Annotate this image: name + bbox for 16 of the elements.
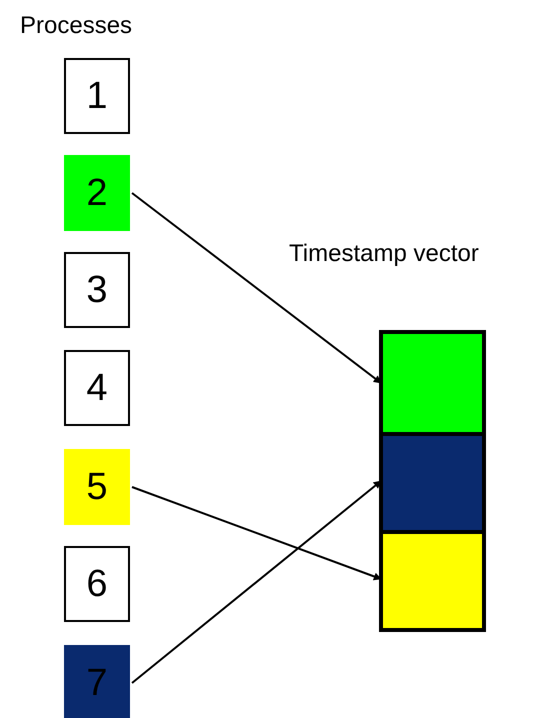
process-box: 3: [64, 252, 130, 328]
arrow: [131, 480, 382, 684]
process-box: 6: [64, 546, 130, 622]
process-box: 4: [64, 350, 130, 426]
arrow: [132, 486, 382, 580]
process-box: 1: [64, 58, 130, 134]
vector-cell: [383, 530, 482, 628]
process-box: 5: [64, 449, 130, 525]
arrow: [131, 192, 382, 384]
column-heading: Processes: [20, 11, 132, 41]
process-box: 7: [64, 645, 130, 718]
process-box: 2: [64, 155, 130, 231]
vector-cell: [383, 334, 482, 432]
vector-cell: [383, 432, 482, 530]
vector-column: [379, 330, 486, 632]
vector-heading: Timestamp vector: [289, 239, 479, 269]
